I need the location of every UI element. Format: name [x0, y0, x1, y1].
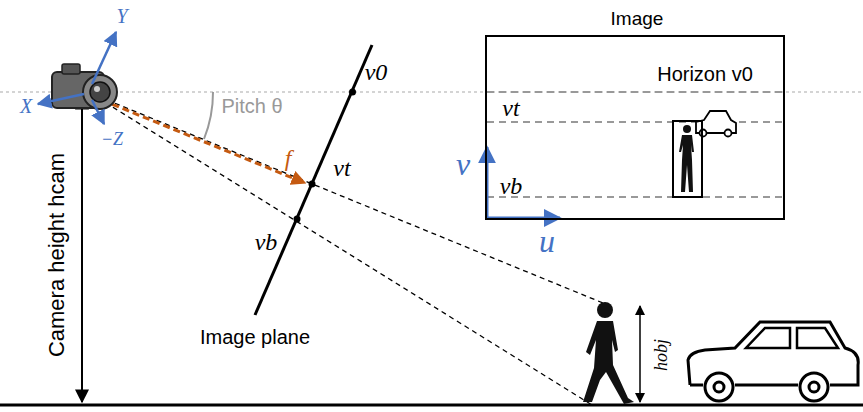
image-frame: ImageHorizon v0vtvb	[485, 35, 785, 220]
horizon-line	[0, 91, 863, 92]
pitch-arc	[204, 92, 213, 139]
object-height-arrow	[639, 306, 641, 402]
ground-line	[0, 404, 863, 407]
point-label: v0	[365, 59, 388, 85]
box-title: Image	[611, 9, 664, 30]
plane-point	[309, 181, 316, 188]
focal-arrow	[92, 96, 305, 183]
focal-label: f	[285, 145, 292, 171]
height-arrow	[81, 97, 83, 402]
image-plane	[255, 45, 372, 315]
x-axis	[38, 94, 84, 104]
z-axis	[92, 100, 104, 124]
plane-point	[349, 89, 356, 96]
car-figure	[688, 322, 858, 401]
horizon-row	[487, 91, 783, 93]
y-axis	[92, 32, 116, 84]
plane-point	[294, 216, 301, 223]
small-person	[679, 125, 694, 192]
angle-label: Pitch θ	[221, 95, 282, 117]
point-label: vt	[333, 155, 350, 181]
horizon-label: Horizon v0	[657, 63, 753, 85]
row-label: vt	[502, 95, 519, 121]
point-label: vb	[255, 229, 278, 255]
axis-label: X	[20, 95, 32, 117]
axis-label: −Z	[101, 130, 123, 150]
top-row	[487, 121, 783, 123]
height-label: Camera height hcam	[45, 153, 69, 357]
ray-bottom	[90, 93, 592, 405]
bottom-row	[487, 196, 783, 198]
axis-label: Y	[116, 5, 127, 27]
camera-icon	[52, 64, 117, 109]
row-label: vb	[500, 173, 523, 199]
plane-label: Image plane	[200, 326, 310, 348]
bounding-box	[673, 121, 702, 197]
person-figure	[583, 302, 634, 404]
axis-label: v	[456, 147, 470, 182]
height-label: hobj	[652, 339, 672, 371]
axis-label: u	[539, 224, 555, 259]
